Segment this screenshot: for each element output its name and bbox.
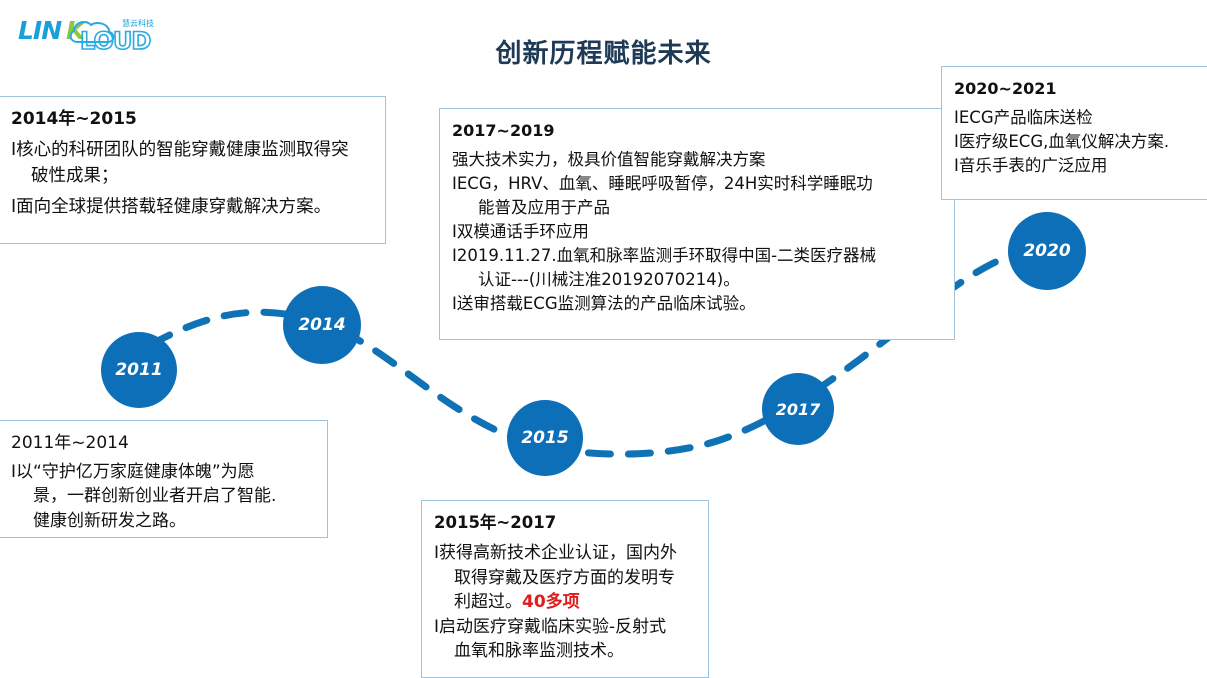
svg-text:LOUD: LOUD: [80, 27, 150, 54]
callout-line: I面向全球提供搭载轻健康穿戴解决方案。: [11, 197, 332, 218]
page-title: 创新历程赋能未来: [495, 39, 712, 69]
callout-box-2020[interactable]: 2020~2021 IECG产品临床送检 I医疗级ECG,血氧仪解决方案. I音…: [941, 66, 1207, 200]
callout-line-highlighted: 利超过。40多项: [434, 590, 696, 615]
patent-count-highlight: 40多项: [522, 592, 580, 613]
node-label: 2020: [1023, 241, 1071, 261]
callout-heading: 2020~2021: [954, 79, 1057, 98]
callout-line: I双模通话手环应用: [452, 221, 589, 241]
callout-line: I医疗级ECG,血氧仪解决方案.: [954, 132, 1170, 152]
timeline-node-2011[interactable]: 2011: [101, 332, 177, 408]
callout-line: I送审搭载ECG监测算法的产品临床试验。: [452, 293, 756, 313]
callout-line: IECG，HRV、血氧、睡眠呼吸暂停，24H实时科学睡眠功: [452, 174, 873, 194]
linkcloud-logo: LIN K LOUD 慧云科技: [18, 12, 183, 54]
svg-text:LIN: LIN: [18, 16, 62, 45]
callout-line-prefix: 利超过。: [454, 592, 522, 613]
timeline-node-2015[interactable]: 2015: [507, 400, 583, 476]
node-label: 2014: [298, 315, 346, 335]
callout-line: IECG产品临床送检: [954, 108, 1093, 128]
callout-line: I启动医疗穿戴临床实验-反射式: [434, 616, 667, 637]
callout-heading: 2015年~2017: [434, 513, 557, 532]
timeline-node-2014[interactable]: 2014: [283, 286, 361, 364]
callout-box-2017[interactable]: 2017~2019 强大技术实力，极具价值智能穿戴解决方案 IECG，HRV、血…: [439, 108, 955, 340]
callout-line: I2019.11.27.血氧和脉率监测手环取得中国-二类医疗器械: [452, 245, 877, 265]
node-label: 2017: [775, 399, 821, 419]
callout-heading: 2014年~2015: [11, 109, 137, 129]
callout-line: 强大技术实力，极具价值智能穿戴解决方案: [452, 150, 766, 170]
callout-line: 能普及应用于产品: [478, 198, 610, 218]
callout-line: 血氧和脉率监测技术。: [454, 641, 624, 662]
callout-line: 破性成果；: [31, 166, 119, 187]
timeline-node-2020[interactable]: 2020: [1008, 212, 1086, 290]
logo-subtext: 慧云科技: [122, 18, 154, 28]
callout-heading: 2011年~2014: [11, 433, 129, 453]
callout-line: 景，一群创新创业者开启了智能.: [33, 486, 277, 507]
callout-line: I获得高新技术企业认证，国内外: [434, 542, 678, 563]
callout-line: 取得穿戴及医疗方面的发明专: [454, 567, 675, 588]
node-label: 2011: [115, 360, 163, 380]
node-label: 2015: [521, 428, 569, 448]
callout-box-2015[interactable]: 2015年~2017 I获得高新技术企业认证，国内外 取得穿戴及医疗方面的发明专…: [421, 500, 709, 678]
callout-line: I音乐手表的广泛应用: [954, 156, 1108, 176]
callout-line: 健康创新研发之路。: [33, 510, 186, 531]
callout-box-2011[interactable]: 2011年~2014 I以“守护亿万家庭健康体魄”为愿 景，一群创新创业者开启了…: [0, 420, 328, 538]
callout-line: I以“守护亿万家庭健康体魄”为愿: [11, 461, 255, 482]
timeline-node-2017[interactable]: 2017: [762, 373, 834, 445]
callout-line: 认证---(川械注准20192070214)。: [478, 269, 740, 289]
callout-heading: 2017~2019: [452, 121, 555, 140]
callout-line: I核心的科研团队的智能穿戴健康监测取得突: [11, 139, 349, 160]
callout-box-2014[interactable]: 2014年~2015 I核心的科研团队的智能穿戴健康监测取得突 破性成果； I面…: [0, 96, 386, 244]
